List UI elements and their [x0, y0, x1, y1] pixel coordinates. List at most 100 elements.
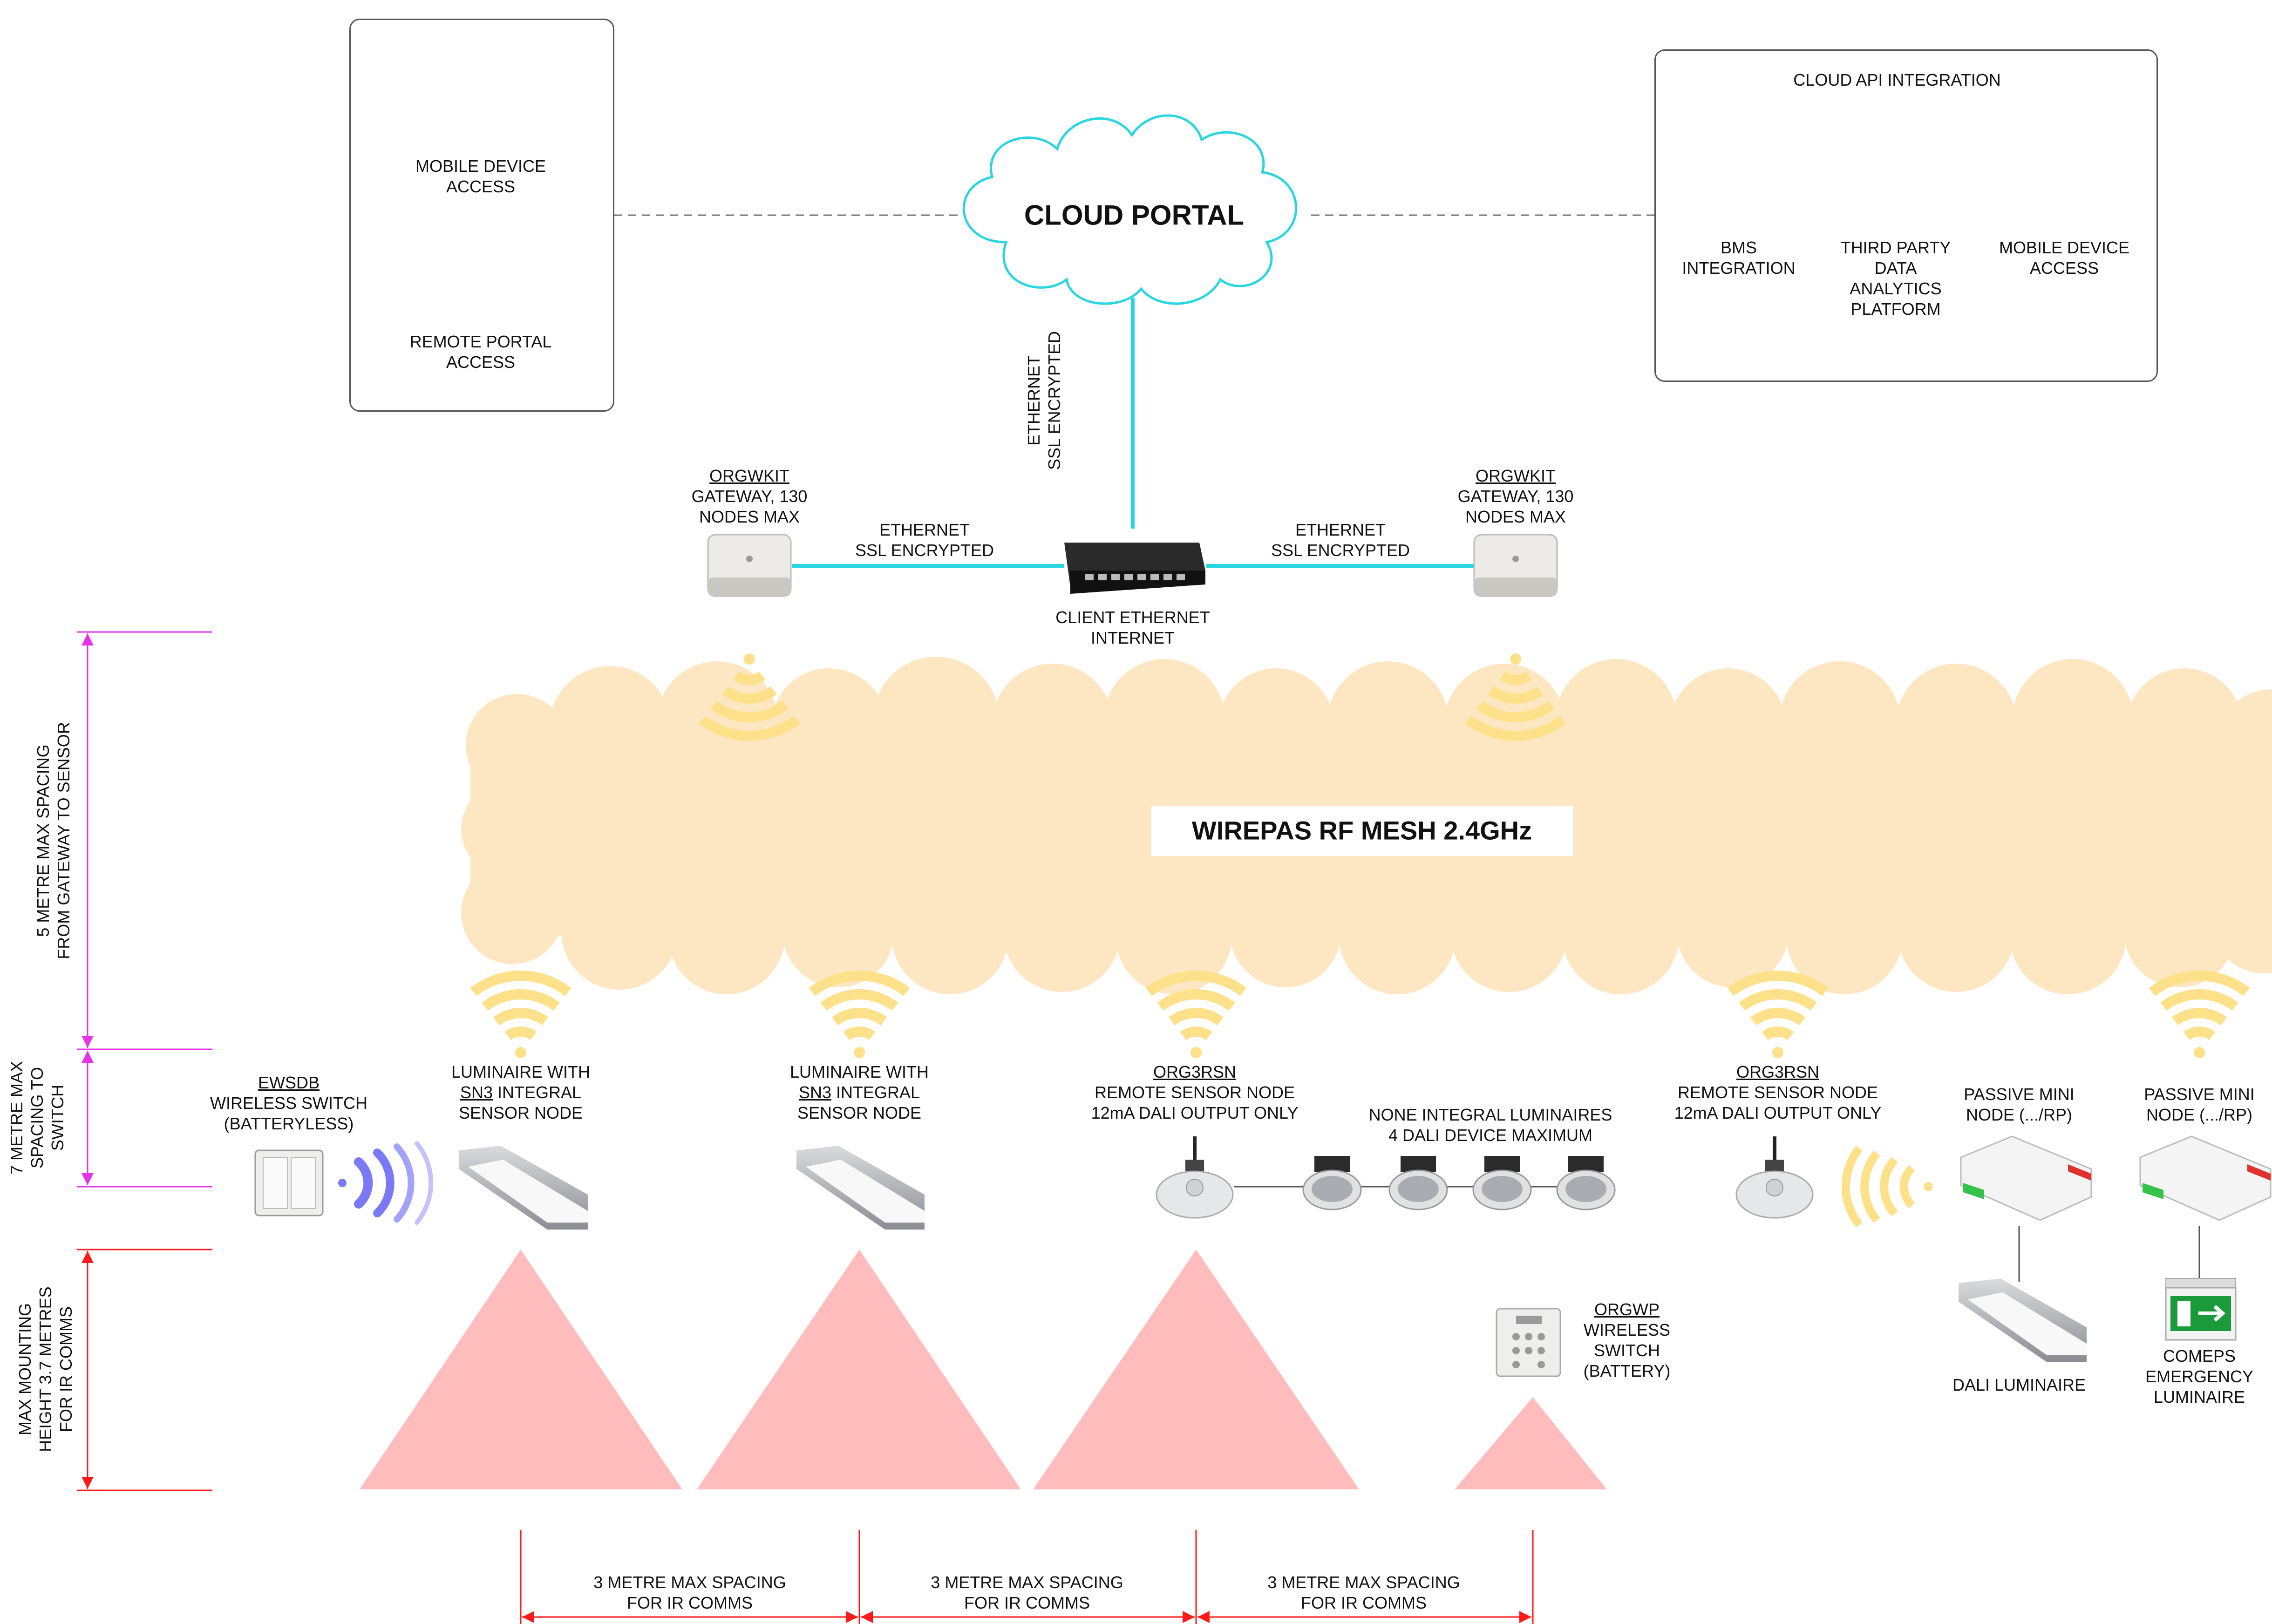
rsn2-line-1: REMOTE SENSOR NODE — [1677, 1083, 1878, 1102]
lum2-code: SN3 — [798, 1083, 831, 1102]
gateway-right-label: ORGWKIT GATEWAY, 130 NODES MAX — [1458, 466, 1574, 527]
bms-line-1: BMS — [1720, 238, 1757, 257]
lum1-line-1: LUMINAIRE WITH — [451, 1062, 591, 1081]
passive1-line-1: PASSIVE MINI — [1964, 1085, 2075, 1104]
dim-height-label: MAX MOUNTING HEIGHT 3.7 METRES FOR IR CO… — [15, 1262, 76, 1476]
dim-gateway-line-2: FROM GATEWAY TO SENSOR — [54, 722, 73, 959]
wifi-rsn-2-icon — [1727, 971, 1829, 1058]
rsn1-label: ORG3RSN REMOTE SENSOR NODE 12mA DALI OUT… — [1091, 1062, 1299, 1123]
left-link-line-1: ETHERNET — [879, 520, 970, 539]
lum2-line-2-rest: INTEGRAL — [831, 1083, 920, 1102]
none-integral-label: NONE INTEGRAL LUMINAIRES 4 DALI DEVICE M… — [1369, 1105, 1612, 1146]
dim-gateway-line-1: 5 METRE MAX SPACING — [34, 744, 53, 937]
rsn1-line-2: 12mA DALI OUTPUT ONLY — [1091, 1103, 1299, 1122]
spacing-1-line-2: FOR IR COMMS — [627, 1593, 753, 1612]
dali-luminaire-device — [1959, 1278, 2087, 1362]
gateway-left-label: ORGWKIT GATEWAY, 130 NODES MAX — [692, 466, 808, 527]
spacing-label-2: 3 METRE MAX SPACING FOR IR COMMS — [931, 1572, 1123, 1613]
passive-node-1-device — [1960, 1135, 2092, 1221]
spacing-1-line-1: 3 METRE MAX SPACING — [593, 1573, 786, 1592]
lum1-line-2-rest: INTEGRAL — [492, 1083, 582, 1102]
remote-portal-label: REMOTE PORTAL ACCESS — [410, 332, 552, 373]
mobile-access-line-1: MOBILE DEVICE — [415, 156, 546, 176]
gateway-left-line-1: GATEWAY, 130 — [691, 487, 808, 506]
ethernet-switch-device — [1064, 543, 1205, 594]
uplink-label: ETHERNET SSL ENCRYPTED — [1024, 331, 1065, 470]
api-mobile-line-2: ACCESS — [2029, 258, 2099, 278]
rsn2-line-2: 12mA DALI OUTPUT ONLY — [1674, 1103, 1882, 1122]
orgwp-label: ORGWP WIRELESS SWITCH (BATTERY) — [1584, 1299, 1671, 1381]
remote-portal-line-1: REMOTE PORTAL — [409, 332, 552, 351]
uplink-line-2: SSL ENCRYPTED — [1045, 331, 1064, 470]
passive1-line-2: NODE (.../RP) — [1966, 1105, 2072, 1124]
dimension-lines-left — [77, 631, 212, 1491]
dim-switch-line-3: SWITCH — [48, 1085, 67, 1151]
comeps-label: COMEPS EMERGENCY LUMINAIRE — [2145, 1346, 2253, 1407]
downlights-group — [1302, 1156, 1616, 1210]
spacing-label-1: 3 METRE MAX SPACING FOR IR COMMS — [593, 1572, 786, 1613]
orgwp-code: ORGWP — [1594, 1300, 1660, 1319]
lum2-label: LUMINAIRE WITH SN3 INTEGRAL SENSOR NODE — [790, 1062, 929, 1123]
spacing-2-line-1: 3 METRE MAX SPACING — [931, 1573, 1123, 1592]
wifi-luminaire-2-icon — [809, 971, 910, 1058]
gateway-left-device — [707, 534, 792, 597]
switch-label: CLIENT ETHERNET INTERNET — [1055, 607, 1210, 648]
mesh-title-box — [1151, 806, 1573, 856]
passive2-label: PASSIVE MINI NODE (.../RP) — [2144, 1084, 2254, 1125]
ewsdb-label: EWSDB WIRELESS SWITCH (BATTERYLESS) — [210, 1073, 367, 1134]
dim-height-line-3: FOR IR COMMS — [56, 1306, 75, 1432]
ewsdb-wall-switch — [254, 1149, 324, 1216]
mobile-access-line-2: ACCESS — [446, 177, 516, 196]
gateway-right-line-1: GATEWAY, 130 — [1457, 487, 1574, 506]
dim-switch-label: 7 METRE MAX SPACING TO SWITCH — [7, 1048, 68, 1188]
dali-luminaire-label: DALI LUMINAIRE — [1952, 1375, 2086, 1394]
comeps-line-1: COMEPS — [2163, 1346, 2236, 1366]
lum1-line-2: SN3 INTEGRAL — [451, 1082, 590, 1103]
dim-height-line-2: HEIGHT 3.7 METRES — [36, 1286, 55, 1452]
rsn2-label: ORG3RSN REMOTE SENSOR NODE 12mA DALI OUT… — [1674, 1062, 1882, 1123]
passive-node-2-device — [2139, 1135, 2272, 1221]
wifi-signal-layer — [470, 653, 2250, 1058]
gateway-left-code: ORGWKIT — [709, 466, 789, 485]
downlight-1-icon — [1302, 1156, 1362, 1210]
orgwp-line-1: WIRELESS — [1583, 1320, 1671, 1339]
switch-line-2: INTERNET — [1090, 628, 1175, 647]
rsn2-side-signal — [1841, 1146, 1933, 1228]
dim-switch-line-1: 7 METRE MAX — [7, 1060, 26, 1175]
orgwp-line-3: (BATTERY) — [1583, 1361, 1671, 1380]
comeps-line-3: LUMINAIRE — [2153, 1387, 2245, 1407]
ewsdb-code: EWSDB — [258, 1073, 320, 1092]
rsn-1-device — [1156, 1136, 1234, 1219]
gateway-right-line-2: NODES MAX — [1465, 507, 1566, 526]
ewsdb-line-2: (BATTERYLESS) — [224, 1114, 354, 1133]
analytics-line-4: PLATFORM — [1850, 299, 1941, 319]
mesh-title: WIREPAS RF MESH 2.4GHz — [1191, 815, 1532, 845]
api-mobile-label: MOBILE DEVICE ACCESS — [1999, 238, 2129, 279]
downlight-3-icon — [1472, 1156, 1532, 1210]
analytics-line-2: DATA — [1874, 258, 1917, 278]
left-link-label: ETHERNET SSL ENCRYPTED — [855, 520, 994, 561]
none-integral-line-1: NONE INTEGRAL LUMINAIRES — [1368, 1105, 1612, 1124]
bms-label: BMS INTEGRATION — [1682, 238, 1795, 279]
ir-cone-4 — [1455, 1397, 1607, 1489]
ir-cone-3 — [1033, 1250, 1359, 1489]
orgwp-keypad-switch — [1496, 1308, 1561, 1377]
spacing-label-3: 3 METRE MAX SPACING FOR IR COMMS — [1267, 1572, 1460, 1613]
passive2-line-2: NODE (.../RP) — [2146, 1105, 2252, 1124]
right-link-label: ETHERNET SSL ENCRYPTED — [1271, 520, 1410, 561]
switch-line-1: CLIENT ETHERNET — [1055, 608, 1210, 627]
right-link-line-2: SSL ENCRYPTED — [1271, 541, 1410, 560]
cloud-portal-shape — [962, 114, 1297, 305]
downlight-4-icon — [1556, 1156, 1616, 1210]
spacing-3-line-2: FOR IR COMMS — [1301, 1593, 1427, 1612]
dim-gateway-label: 5 METRE MAX SPACING FROM GATEWAY TO SENS… — [33, 678, 74, 1004]
dimension-lines-bottom — [520, 1530, 1534, 1624]
gateway-right-device — [1473, 534, 1558, 597]
dim-switch-line-2: SPACING TO — [27, 1067, 47, 1169]
comeps-line-2: EMERGENCY — [2145, 1367, 2254, 1386]
rsn-2-device — [1735, 1136, 1814, 1219]
downlight-2-icon — [1388, 1156, 1448, 1210]
uplink-line-1: ETHERNET — [1024, 355, 1043, 446]
